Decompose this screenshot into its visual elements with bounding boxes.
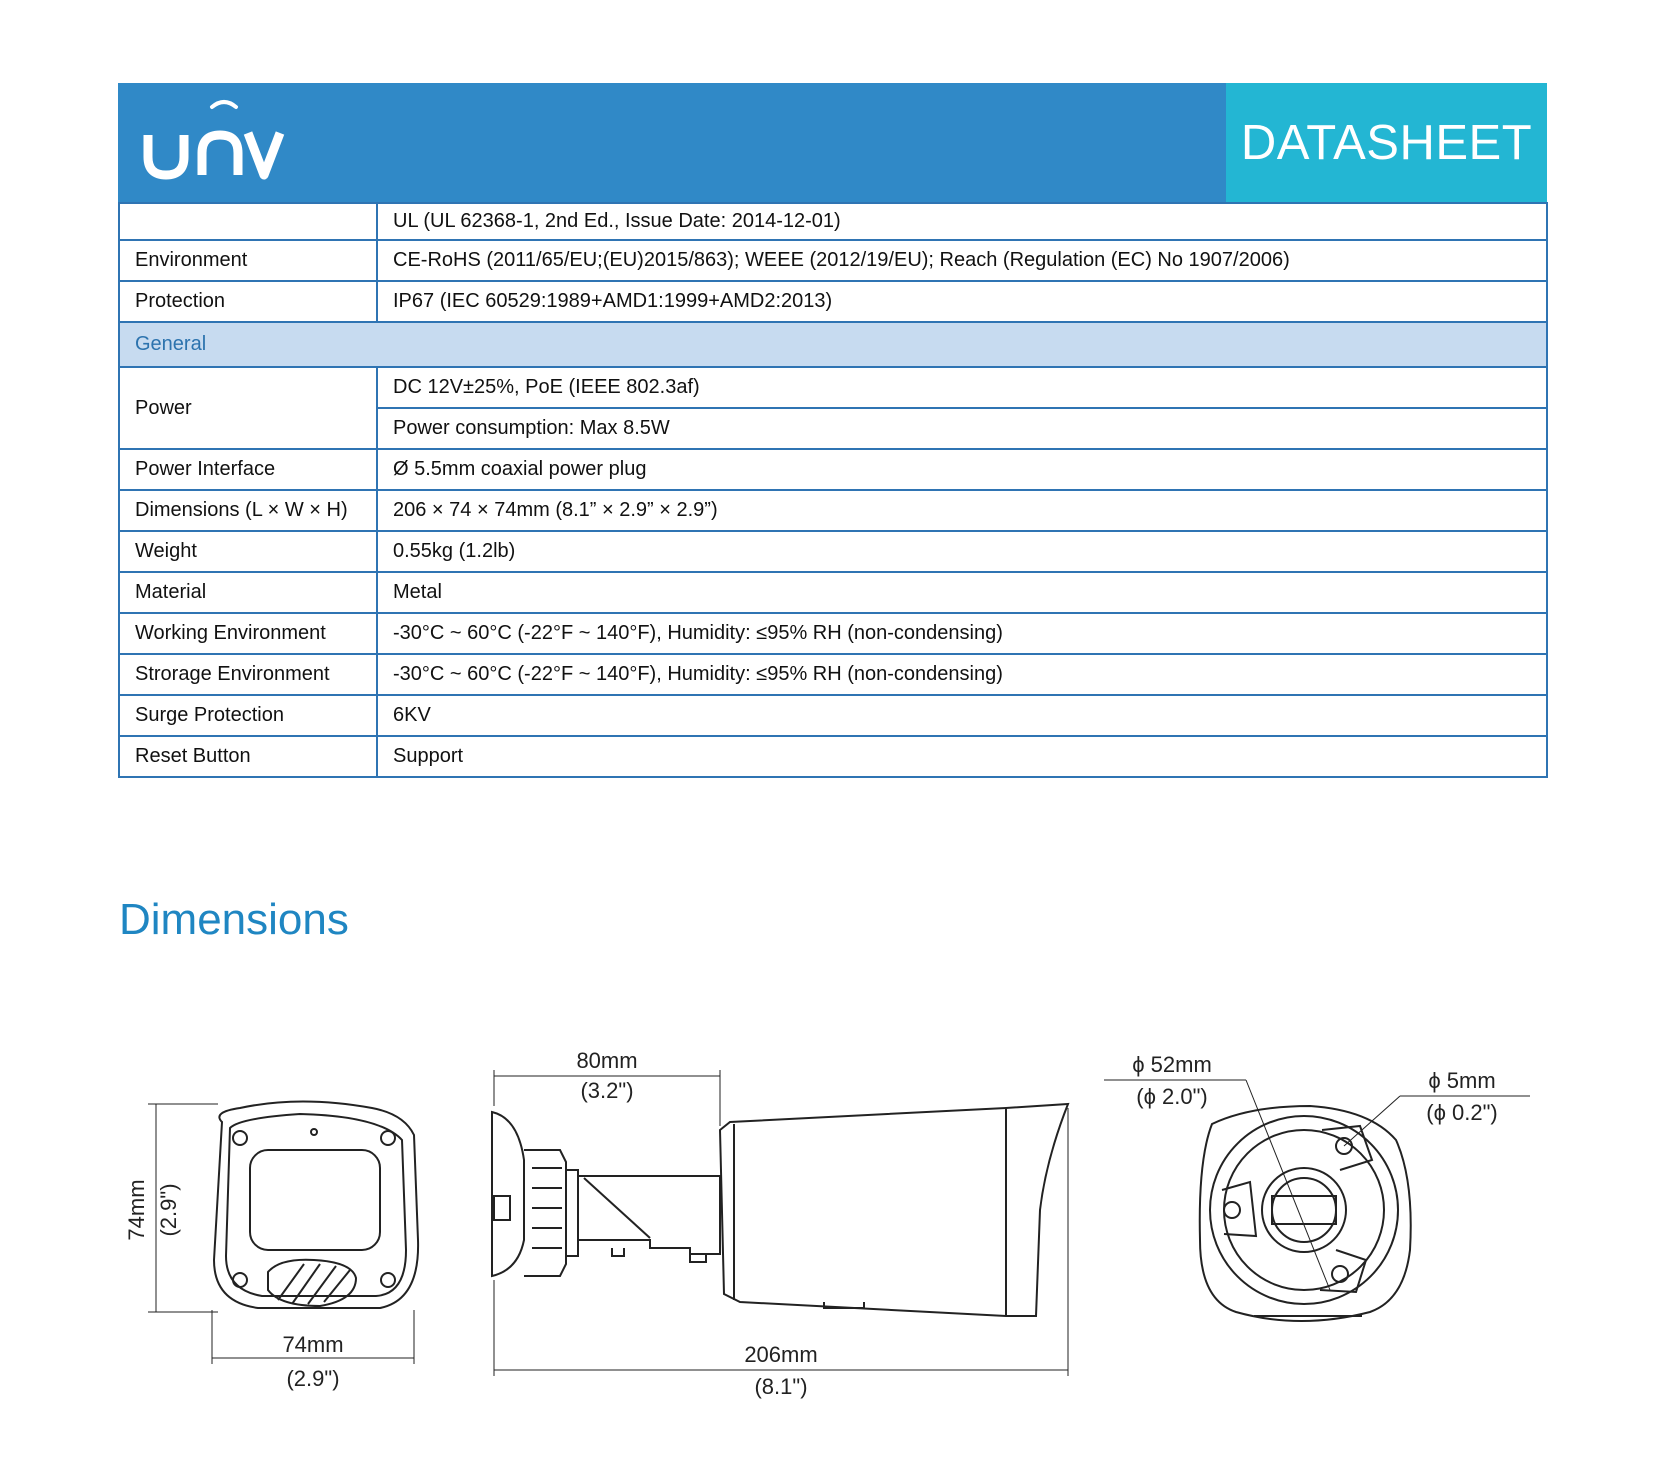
side-bracket-mm: 80mm [576, 1048, 637, 1073]
row-label: Protection [118, 280, 378, 323]
row-label: Power [118, 366, 378, 450]
side-length-in: (8.1") [754, 1374, 807, 1399]
row-value: Power consumption: Max 8.5W [376, 407, 1548, 450]
table-row: UL (UL 62368-1, 2nd Ed., Issue Date: 201… [118, 202, 1548, 241]
section-general-label: General [118, 321, 1548, 368]
page-header: DATASHEET [118, 83, 1547, 202]
front-view-drawing [148, 1100, 420, 1364]
table-row: Material Metal [118, 571, 1548, 614]
row-value: -30°C ~ 60°C (-22°F ~ 140°F), Humidity: … [376, 653, 1548, 696]
row-value: 206 × 74 × 74mm (8.1” × 2.9” × 2.9”) [376, 489, 1548, 532]
row-label: Dimensions (L × W × H) [118, 489, 378, 532]
table-row: Environment CE-RoHS (2011/65/EU;(EU)2015… [118, 239, 1548, 282]
table-row: Dimensions (L × W × H) 206 × 74 × 74mm (… [118, 489, 1548, 532]
datasheet-title: DATASHEET [1240, 115, 1533, 170]
row-value: UL (UL 62368-1, 2nd Ed., Issue Date: 201… [376, 202, 1548, 241]
section-header-row: General [118, 321, 1548, 368]
row-value: Ø 5.5mm coaxial power plug [376, 448, 1548, 491]
row-label [118, 202, 378, 241]
rear-hole-dia-mm: ϕ 5mm [1428, 1068, 1495, 1093]
row-label: Weight [118, 530, 378, 573]
row-value: CE-RoHS (2011/65/EU;(EU)2015/863); WEEE … [376, 239, 1548, 282]
row-value: -30°C ~ 60°C (-22°F ~ 140°F), Humidity: … [376, 612, 1548, 655]
datasheet-banner: DATASHEET [1226, 83, 1547, 202]
unv-logo-icon [143, 100, 285, 180]
row-value: Support [376, 735, 1548, 778]
row-label: Power Interface [118, 448, 378, 491]
row-label: Environment [118, 239, 378, 282]
row-value: IP67 (IEC 60529:1989+AMD1:1999+AMD2:2013… [376, 280, 1548, 323]
table-row: Protection IP67 (IEC 60529:1989+AMD1:199… [118, 280, 1548, 323]
row-label: Working Environment [118, 612, 378, 655]
side-length-mm: 206mm [744, 1342, 817, 1367]
row-value: DC 12V±25%, PoE (IEEE 802.3af) [376, 366, 1548, 409]
rear-hole-dia-in: (ϕ 0.2") [1426, 1100, 1497, 1125]
side-view-drawing [491, 1070, 1070, 1376]
rear-view-drawing [1104, 1079, 1530, 1322]
table-row: Power consumption: Max 8.5W [119, 407, 1548, 450]
side-bracket-in: (3.2") [580, 1078, 633, 1103]
table-row: Weight 0.55kg (1.2lb) [118, 530, 1548, 573]
spec-table: UL (UL 62368-1, 2nd Ed., Issue Date: 201… [118, 202, 1548, 778]
row-value: 6KV [376, 694, 1548, 737]
front-height-in: (2.9") [156, 1183, 181, 1236]
front-height-mm: 74mm [124, 1179, 149, 1240]
row-value: 0.55kg (1.2lb) [376, 530, 1548, 573]
table-row: Working Environment -30°C ~ 60°C (-22°F … [118, 612, 1548, 655]
dimensions-heading: Dimensions [119, 895, 349, 944]
row-label: Reset Button [118, 735, 378, 778]
unv-logo [140, 95, 290, 190]
row-label: Strorage Environment [118, 653, 378, 696]
front-width-mm: 74mm [282, 1332, 343, 1357]
row-label: Material [118, 571, 378, 614]
front-width-in: (2.9") [286, 1366, 339, 1391]
rear-mount-dia-mm: ϕ 52mm [1132, 1052, 1212, 1077]
table-row: Strorage Environment -30°C ~ 60°C (-22°F… [118, 653, 1548, 696]
row-value: Metal [376, 571, 1548, 614]
dimension-drawings: 74mm (2.9") 74mm (2.9") 80mm (3.2") 206m… [124, 1048, 1530, 1399]
table-row: Surge Protection 6KV [118, 694, 1548, 737]
row-label: Surge Protection [118, 694, 378, 737]
table-row: Power Interface Ø 5.5mm coaxial power pl… [118, 448, 1548, 491]
table-row: Power DC 12V±25%, PoE (IEEE 802.3af) [118, 366, 1548, 450]
table-row: Reset Button Support [118, 735, 1548, 778]
rear-mount-dia-in: (ϕ 2.0") [1136, 1084, 1207, 1109]
